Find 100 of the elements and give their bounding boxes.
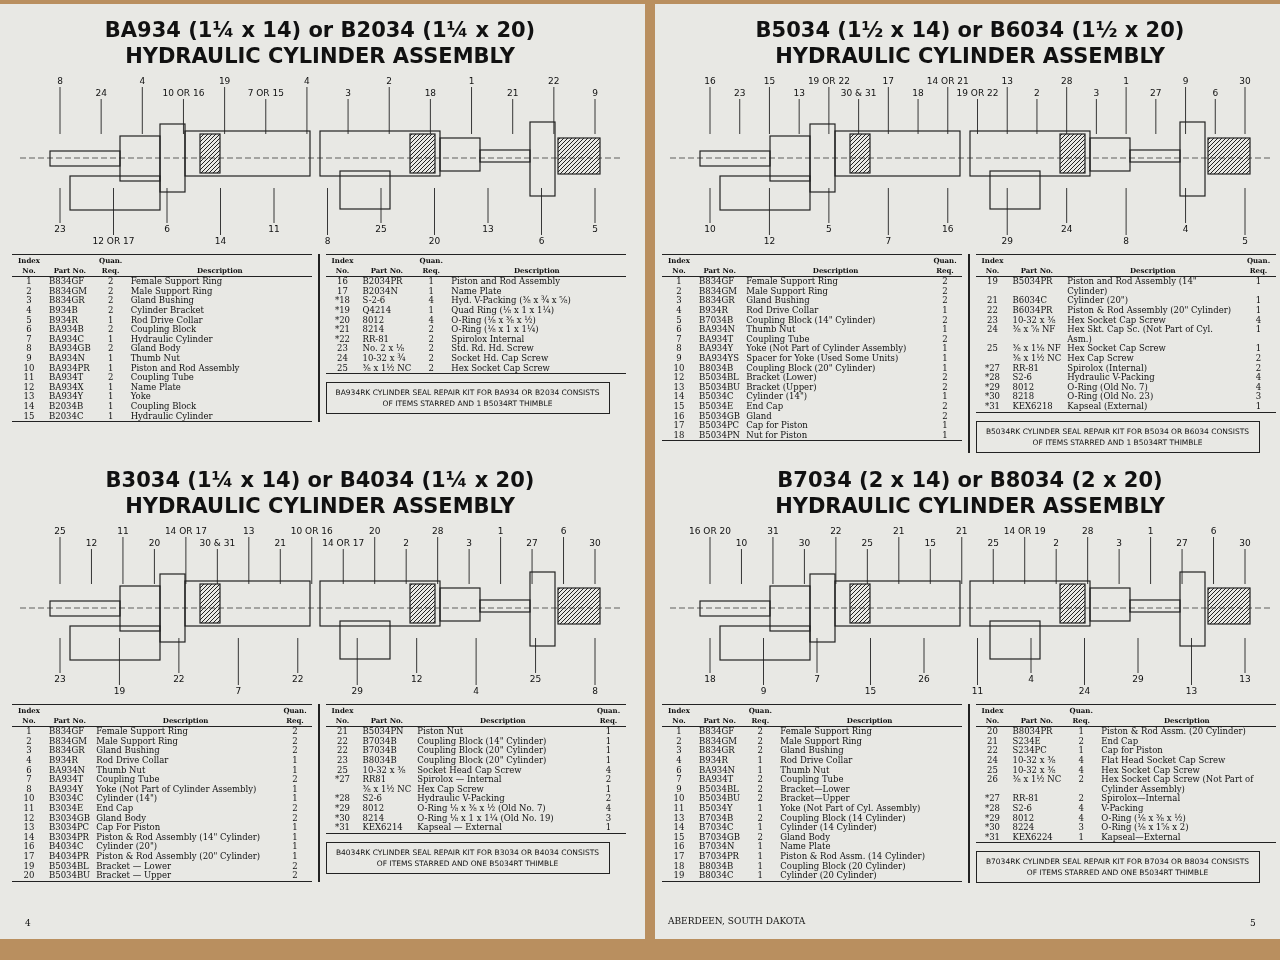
part-description: O-Ring (⅛ x ⅜ x ½): [1100, 813, 1186, 824]
leader-line: [1150, 536, 1152, 585]
callout-number: 9: [760, 686, 767, 696]
callout-number: 24: [1060, 224, 1073, 234]
part-number: B5034BU: [698, 382, 742, 392]
part-number: RR-81: [1011, 363, 1040, 373]
part-description: Male Support Ring: [129, 286, 213, 297]
part-number: B5034BU: [698, 794, 742, 804]
quantity: 1: [106, 382, 115, 392]
quantity: 2: [106, 296, 115, 306]
index-number: 25: [336, 765, 349, 775]
callout-number: 1: [468, 76, 475, 86]
part-number: B834GM: [48, 286, 88, 296]
part-number: B5034BL: [698, 373, 740, 383]
index-number: *29: [983, 813, 1002, 823]
index-number: *30: [333, 813, 352, 823]
quantity: 2: [1077, 794, 1085, 804]
part-description: Name Plate: [777, 842, 962, 852]
callout-number: 2: [403, 538, 410, 548]
leader-line: [380, 187, 382, 224]
part-description: O-Ring ⅛ x 1 x 1¼ (Old No. 19): [416, 813, 555, 824]
part-description: Yoke (Not Part of Cyl. Assembly): [779, 803, 922, 814]
quantity: 4: [427, 315, 435, 325]
quantity: 1: [756, 823, 764, 833]
quantity: 1: [1241, 276, 1276, 297]
part-description: Coupling Tube: [743, 334, 928, 345]
part-number: B7034B: [361, 746, 398, 756]
index-number: 12: [22, 382, 36, 392]
part-description: Bracket (Lower): [743, 373, 928, 383]
callout-number: 22: [292, 674, 304, 684]
part-number: S234PC: [1009, 746, 1065, 756]
part-number: B5034PN: [696, 430, 744, 441]
index-number: 20: [12, 871, 46, 882]
part-number: B5034BU: [46, 871, 94, 882]
leader-line: [306, 86, 308, 135]
part-description: Piston & Rod Assembly (20" Cylinder): [95, 851, 262, 862]
part-number: S-2-6: [359, 296, 415, 306]
quantity: 1: [291, 784, 299, 794]
callout-number: 20: [148, 538, 161, 548]
part-number: B8034PR: [1009, 726, 1065, 737]
callout-number: 30: [798, 538, 811, 548]
leader-line: [816, 637, 818, 674]
part-number: S234E: [1009, 736, 1065, 747]
part-number: B8034B: [698, 861, 735, 871]
part-number: B934R: [46, 755, 94, 766]
callout-number: 1: [1123, 76, 1129, 86]
part-description: Piston & Rod Assm. (20 Cylinder): [1098, 726, 1276, 737]
callout-number: 5: [1242, 236, 1248, 246]
part-number: B7034B: [698, 315, 735, 325]
quantity: 2: [941, 373, 949, 383]
part-number: B8034B: [359, 755, 415, 766]
part-number: B7034C: [696, 823, 744, 833]
quantity: 1: [106, 392, 115, 402]
callout-number: 26: [918, 674, 930, 684]
callout-number: 28: [1081, 526, 1094, 536]
leader-line: [1087, 536, 1089, 585]
index-number: 10: [672, 794, 686, 804]
part-number: 8214: [359, 813, 415, 824]
part-description: Yoke: [127, 392, 312, 402]
leader-line: [1036, 98, 1038, 135]
part-number: B834GR: [48, 296, 86, 306]
index-number: 12: [22, 813, 36, 823]
part-description: End Cap: [1098, 736, 1276, 747]
leader-line: [347, 98, 349, 135]
callout-number: 10: [704, 224, 716, 234]
part-description: Gland Body: [95, 813, 147, 824]
part-number: BA934T: [48, 373, 85, 383]
part-description: Cylinder (20"): [1064, 296, 1242, 306]
leader-line: [594, 98, 596, 135]
callout-number: 2: [1053, 538, 1060, 548]
index-number: *28: [333, 794, 352, 804]
part-number: B5034PN: [359, 726, 415, 737]
part-description: Hydraulic V-Packing: [1066, 373, 1156, 383]
index-number: 22: [336, 746, 349, 756]
quantity: 1: [291, 823, 299, 833]
part-description: Coupling Block (20" Cylinder): [416, 746, 548, 756]
index-number: 12: [672, 373, 686, 383]
part-description: Male Support Ring: [779, 736, 863, 747]
callout-number: 23: [734, 88, 746, 98]
index-number: 22: [336, 736, 349, 746]
leader-line: [1095, 98, 1097, 135]
part-number: ⅜ x ⅝ NF: [1009, 325, 1065, 345]
callout-number: 14 OR 17: [164, 526, 207, 536]
callout-number: 22: [548, 76, 560, 86]
leader-line: [153, 548, 155, 585]
leader-line: [1084, 637, 1085, 686]
part-number: B934R: [696, 755, 744, 766]
part-number: B4034C: [46, 842, 94, 852]
index-number: 1: [662, 726, 696, 737]
part-description: Socket Hd. Cap Screw: [450, 353, 550, 364]
quantity: 1: [941, 344, 949, 354]
quantity: 2: [291, 813, 299, 823]
quantity: 2: [941, 382, 949, 392]
leader-line: [122, 536, 124, 585]
part-number: B834GR: [698, 296, 736, 306]
callout-number: 25: [529, 674, 542, 684]
leader-line: [59, 86, 61, 135]
part-number: B834GR: [48, 746, 86, 756]
leader-line: [405, 548, 407, 585]
part-number: B7034B: [361, 736, 398, 746]
